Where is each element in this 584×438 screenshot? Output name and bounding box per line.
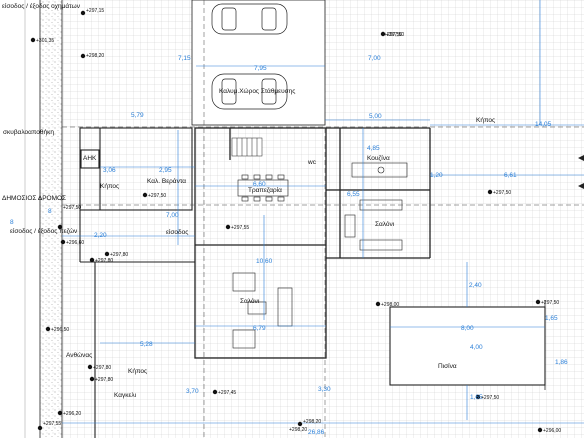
dim-1-65-a: 1,65 [545,315,558,322]
level-15: +297,45 [218,390,236,396]
level-24: +296,00 [543,428,561,434]
dim-8-b: 8 [10,219,14,226]
level-16: +296,50 [51,327,69,333]
label-garden-bottom: Κήπος [128,368,147,375]
dim-4-00: 4,00 [470,344,483,351]
label-entrance-vehicles: είσοδος / έξοδος οχημάτων [2,2,80,10]
label-pedestrian-entrance: είσοδος / έξοδος πεζών [10,227,77,235]
car-icon [211,3,288,35]
label-dining: Τραπεζαρία [248,186,282,194]
label-kitchen: Κουζίνα [367,154,390,162]
label-gate: Καγκελι [114,392,137,399]
road-strip [40,0,62,438]
label-veranda: Καλ. Βεράντα [147,177,186,185]
label-pool: Πισίνα [438,362,457,370]
level-20: +297,50 [481,395,499,401]
level-4: +297,50 [386,32,404,38]
dim-3-30: 3,30 [318,386,331,393]
level-10: +297,80 [110,252,128,258]
level-9: +296,60 [66,240,84,246]
dim-4-85: 4,85 [367,145,380,152]
level-22: +297,50 [384,32,402,38]
label-lounge-small: Σαλόνι [375,220,395,228]
level-12: +298,00 [381,302,399,308]
dim-10-60: 10,60 [256,258,273,265]
label-lounge-main: Σαλόνι [240,297,260,305]
kitchen-island-icon [351,162,408,178]
dim-6-55: 6,55 [347,191,360,198]
dim-5-00: 5,00 [369,113,382,120]
dim-7-00-b: 7,00 [166,212,179,219]
left-structures [79,127,195,438]
dim-2-20: 2,20 [94,232,107,239]
dim-14-05: 14,05 [535,121,552,128]
level-13: +297,80 [93,365,111,371]
dim-2-95: 2,95 [159,167,172,174]
house-walls [194,127,431,359]
label-concrete-strip: σκυβαλοαποθήκη [3,129,54,136]
level-1: +297,15 [86,8,104,14]
label-flowers: Ανθώνας [66,351,92,359]
level-17: +298,20 [303,419,321,425]
level-6: +297,50 [493,190,511,196]
dim-1-65-b: 1,65 [470,394,483,401]
level-14: +297,80 [95,377,113,383]
dim-6-79: 6,79 [253,325,266,332]
stair-icon [231,137,263,157]
dim-3-70: 3,70 [186,388,199,395]
level-18: +298,20 [289,427,307,433]
dim-2-40: 2,40 [469,282,482,289]
level-8: +297,55 [231,225,249,231]
dim-5-79: 5,79 [131,112,144,119]
dim-3-06: 3,06 [103,167,116,174]
car-icon [211,73,288,110]
dim-26-86: 26,86 [308,429,325,436]
boundary-marks [578,155,584,189]
level-11: +297,80 [95,258,113,264]
level-3: +298,20 [86,53,104,59]
dining-table-icon [237,174,289,202]
level-7: +297,50 [63,205,81,211]
label-entrance: είσοδος [166,228,188,236]
level-21: +297,50 [541,300,559,306]
dim-6-60: 6,60 [253,181,266,188]
label-ahk: ΑΗΚ [83,155,97,162]
level-2: +301,35 [36,38,54,44]
dim-1-86: 1,86 [555,359,568,366]
dim-5-28: 5,28 [140,341,153,348]
dim-8-00: 8,00 [461,325,474,332]
label-garden-top: Κήπος [476,117,495,124]
dim-7-00-a: 7,00 [368,55,381,62]
dim-6-61: 6,61 [504,172,517,179]
level-5: +297,50 [148,193,166,199]
dim-7-15: 7,15 [178,55,191,62]
label-parking: Καλυμ.Χώρος Στάθμευσης [219,87,295,95]
level-23: +297,55 [43,421,61,427]
level-19: +296,20 [63,411,81,417]
dim-1-20: 1,20 [430,172,443,179]
label-garden-left: Κήπος [100,183,119,190]
pool-area-white [390,307,545,385]
dim-7-95: 7,95 [254,65,267,72]
dim-8-a: 8 [48,208,52,215]
label-wc: wc [307,159,317,166]
label-public-road: ΔΗΜΟΣΙΟΣ ΔΡΟΜΟΣ [2,195,66,202]
